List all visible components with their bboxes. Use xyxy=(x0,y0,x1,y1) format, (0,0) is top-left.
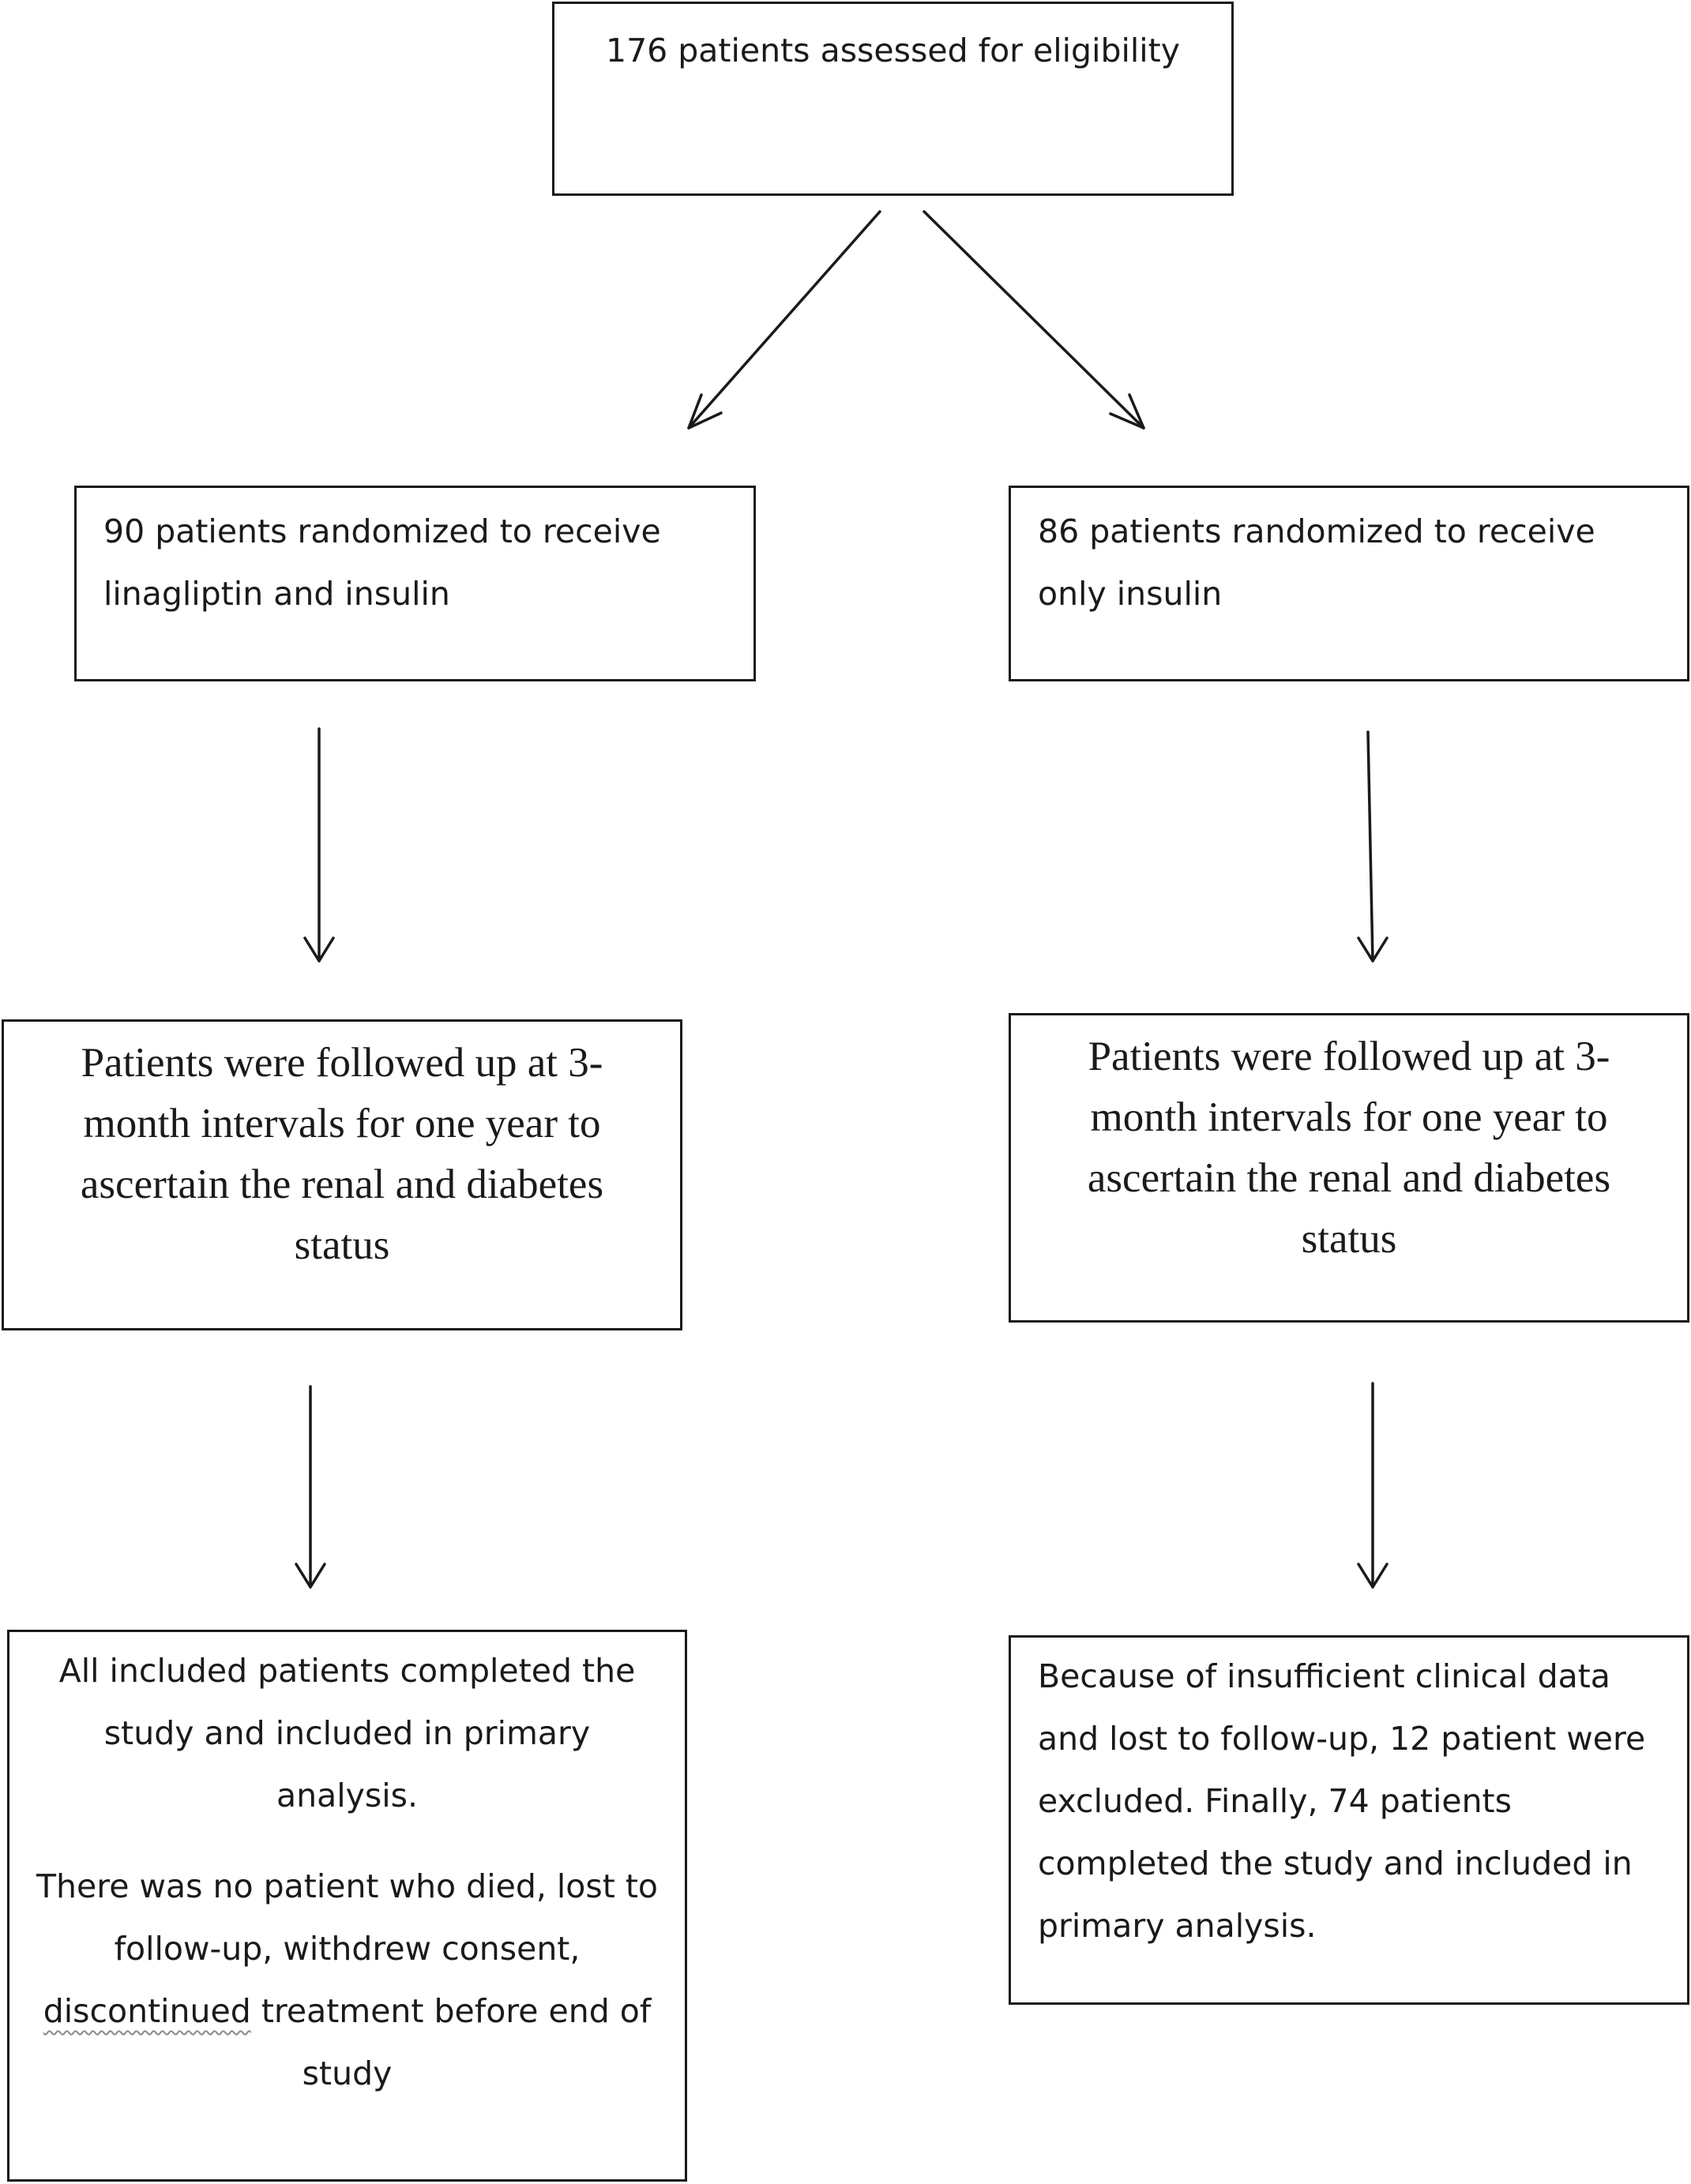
screening-text: 176 patients assessed for eligibility xyxy=(605,32,1181,69)
no-dropouts-text-end: treatment before end of study xyxy=(250,1992,652,2092)
insulin-followup-box: Patients were followed up at 3-month int… xyxy=(1009,1013,1689,1323)
linagliptin-outcome-no-dropouts: There was no patient who died, lost to f… xyxy=(32,1856,663,2105)
insulin-randomized-text: 86 patients randomized to receive only i… xyxy=(1038,512,1595,613)
arrow-insulin-to-followup xyxy=(1357,730,1388,963)
arrow-to-insulin-arm xyxy=(923,210,1145,430)
screening-box: 176 patients assessed for eligibility xyxy=(552,2,1234,196)
insulin-randomized-box: 86 patients randomized to receive only i… xyxy=(1009,486,1689,681)
arrow-linagliptin-to-outcome xyxy=(295,1385,326,1589)
linagliptin-followup-text: Patients were followed up at 3-month int… xyxy=(80,1040,604,1268)
insulin-outcome-text: Because of insufficient clinical data an… xyxy=(1038,1657,1646,1945)
arrow-insulin-to-outcome xyxy=(1357,1382,1388,1589)
no-dropouts-text-start: There was no patient who died, lost to f… xyxy=(36,1867,659,1968)
linagliptin-randomized-text: 90 patients randomized to receive linagl… xyxy=(103,512,661,613)
arrow-linagliptin-to-followup xyxy=(303,727,335,963)
linagliptin-outcome-box: All included patients completed the stud… xyxy=(7,1630,687,2182)
arrow-to-linagliptin-arm xyxy=(687,210,881,430)
linagliptin-outcome-completed: All included patients completed the stud… xyxy=(58,1652,636,1814)
linagliptin-followup-box: Patients were followed up at 3-month int… xyxy=(2,1019,682,1330)
linagliptin-randomized-box: 90 patients randomized to receive linagl… xyxy=(74,486,756,681)
spellcheck-flagged-word: discontinued xyxy=(43,1992,251,2030)
insulin-outcome-box: Because of insufficient clinical data an… xyxy=(1009,1635,1689,2005)
insulin-followup-text: Patients were followed up at 3-month int… xyxy=(1087,1034,1611,1262)
